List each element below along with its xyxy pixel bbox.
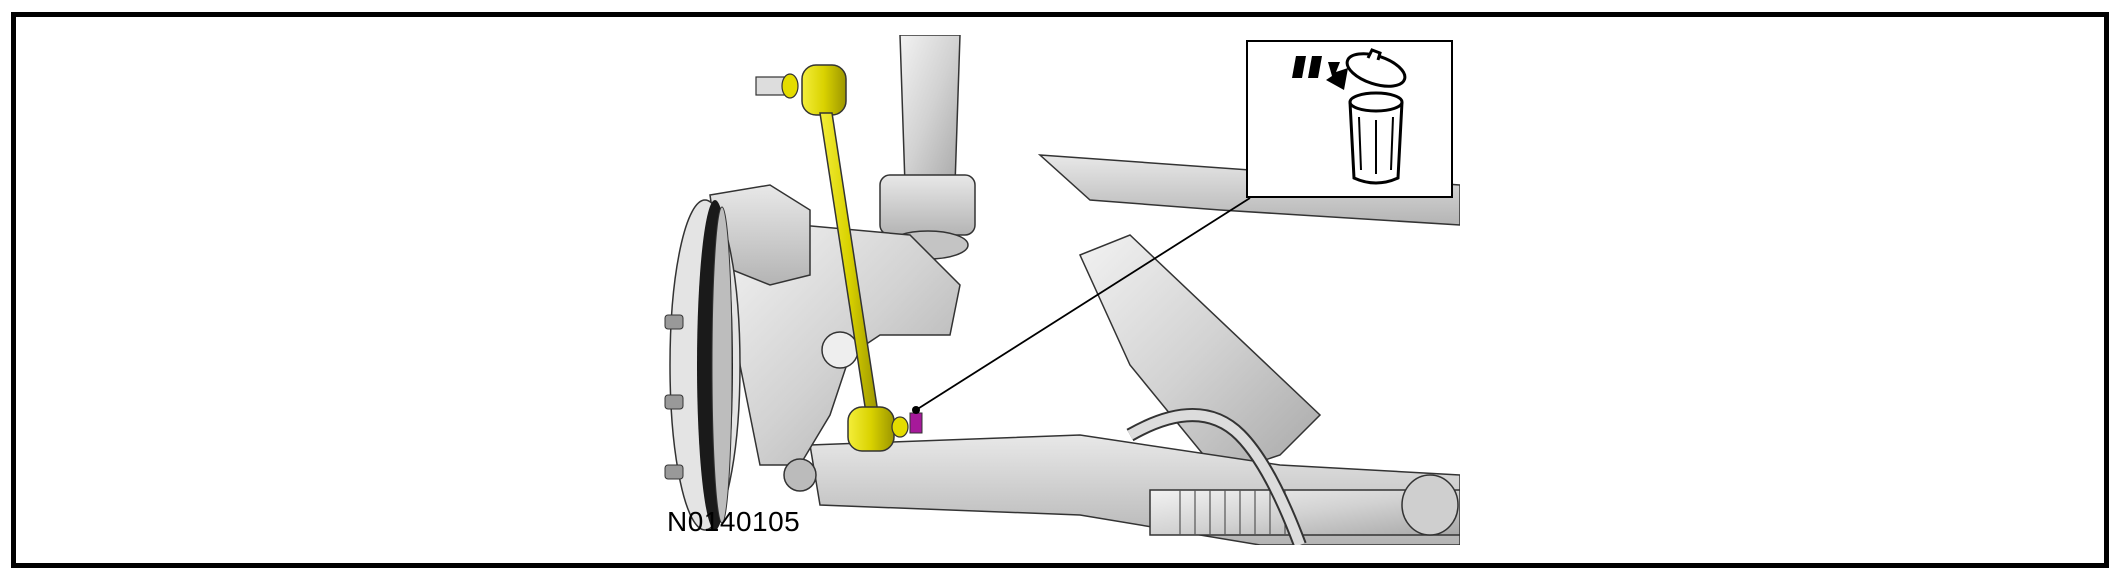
brake-disc bbox=[664, 199, 741, 531]
stabilizer-bar-link bbox=[755, 64, 909, 452]
link-lower-nut bbox=[909, 412, 923, 434]
motion-arrow-icon bbox=[1292, 56, 1348, 90]
steering-rack bbox=[1149, 474, 1460, 536]
figure-id-label: N0140105 bbox=[667, 506, 801, 537]
suspension-illustration bbox=[664, 35, 1460, 545]
lower-bolt bbox=[783, 458, 817, 492]
discard-trash-bin-icon bbox=[1292, 48, 1407, 185]
callout-leader bbox=[915, 197, 1251, 411]
subframe-diagonal bbox=[1078, 234, 1322, 476]
bin-body bbox=[1348, 91, 1404, 185]
discard-callout bbox=[1246, 40, 1453, 198]
strut-assembly bbox=[879, 35, 976, 260]
bin-lid bbox=[1345, 48, 1407, 88]
